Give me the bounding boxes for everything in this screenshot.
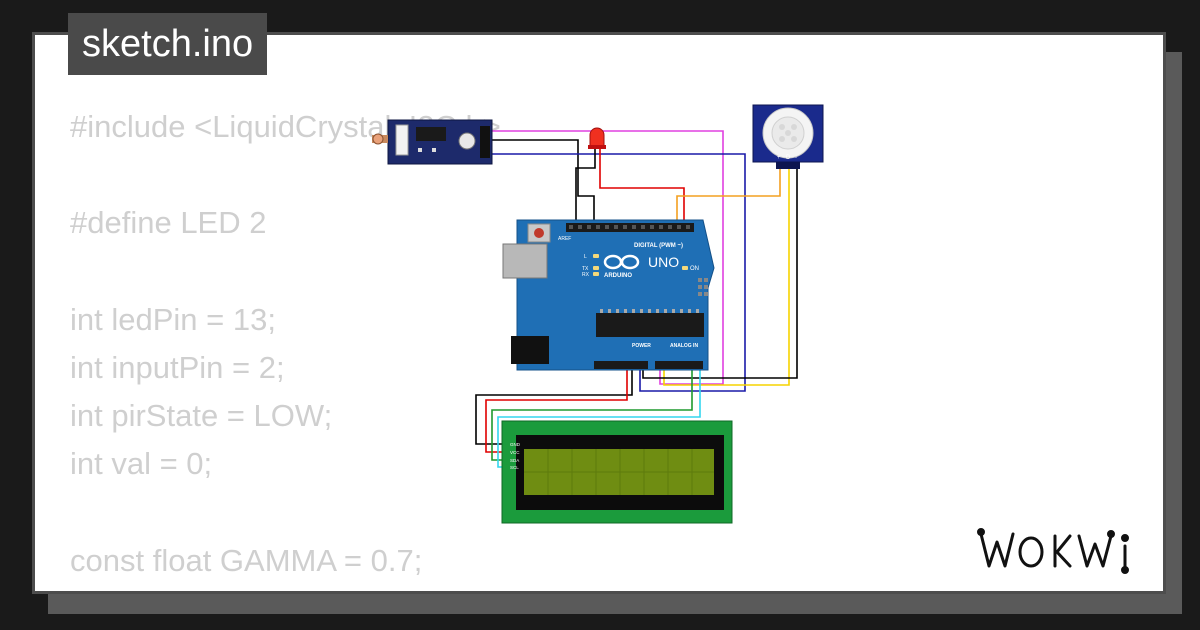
- lcd-pin-label: GND: [510, 442, 521, 447]
- pir-pin-label: +: [777, 155, 781, 161]
- wire-cyan-lcd: [497, 366, 701, 468]
- wires: [475, 130, 798, 468]
- power-jack: [511, 336, 549, 364]
- rx-label: RX: [582, 272, 590, 278]
- code-line: int val = 0;: [70, 446, 213, 482]
- pir-pin-label: D: [786, 155, 791, 161]
- code-line: int inputPin = 2;: [70, 349, 285, 385]
- sketch-title: sketch.ino: [68, 13, 268, 75]
- icsp-header: [698, 278, 708, 296]
- status-leds: [593, 254, 688, 276]
- reset-button[interactable]: [534, 228, 544, 238]
- l-label: L: [584, 254, 587, 260]
- digital-header: [566, 223, 694, 232]
- lcd-1602-i2c[interactable]: GND VCC SDA SCL: [501, 420, 733, 524]
- arduino-uno-board[interactable]: DIGITAL (PWM ~) AREF UNO ARDUINO ON L TX…: [502, 219, 715, 371]
- analog-header: [655, 361, 703, 369]
- usb-port: [502, 243, 548, 279]
- wire-black-led: [575, 148, 596, 224]
- code-line: #define LED 2: [70, 205, 267, 241]
- wire-black-pir: [642, 168, 798, 379]
- board-brand: ARDUINO: [604, 273, 632, 279]
- power-label: POWER: [632, 343, 651, 349]
- lcd-pin-label: SDA: [510, 458, 519, 463]
- lcd-pin-label: SCL: [510, 465, 519, 470]
- red-led[interactable]: [588, 127, 606, 149]
- wire-blue-ldr: [490, 153, 746, 392]
- code-line: int pirState = LOW;: [70, 398, 333, 434]
- wire-yellow-pir: [663, 168, 790, 386]
- wokwi-logo: [977, 528, 1129, 574]
- tx-label: TX: [582, 266, 589, 272]
- code-line: const float GAMMA = 0.7;: [70, 542, 423, 578]
- pir-pin-label: -: [795, 155, 797, 161]
- code-preview: #include <LiquidCrystal_I2C.h>#define LE…: [70, 103, 501, 592]
- wire-red-led: [599, 148, 685, 224]
- power-header: [594, 361, 648, 369]
- analog-label: ANALOG IN: [670, 343, 698, 349]
- arduino-logo-icon: [603, 254, 640, 270]
- pir-sensor[interactable]: + D -: [752, 104, 824, 169]
- wire-black-ldr: [490, 139, 595, 224]
- code-line: const float RL10 = 50;: [70, 585, 501, 592]
- board-model: UNO: [648, 254, 679, 270]
- code-line: int ledPin = 13;: [70, 301, 276, 337]
- wire-red-lcd: [485, 366, 628, 453]
- wire-orange-pir: [676, 168, 781, 224]
- aref-label: AREF: [558, 236, 571, 242]
- atmega-chip: [596, 313, 704, 337]
- lcd-pin-label: VCC: [510, 450, 520, 455]
- digital-label: DIGITAL (PWM ~): [634, 243, 683, 249]
- photoresistor-module[interactable]: [372, 119, 493, 165]
- on-label: ON: [690, 266, 699, 272]
